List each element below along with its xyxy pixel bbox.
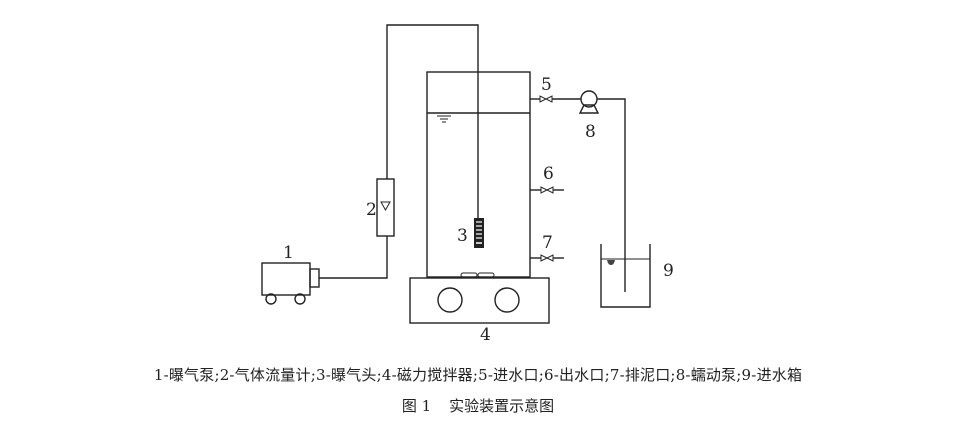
air-line-lower [319,236,388,279]
label-7: 7 [542,233,553,253]
water-level-icon [437,115,451,123]
magnetic-stirrer [409,277,550,324]
inlet-port [530,95,581,103]
label-5: 5 [541,75,552,95]
caption-number: 图 1 [401,397,432,415]
label-6: 6 [543,164,554,184]
outlet-port [530,186,564,194]
label-1: 1 [283,243,294,263]
air-line-upper [386,24,479,218]
label-8: 8 [585,122,596,142]
label-2: 2 [366,200,377,220]
sludge-port [530,254,564,262]
figure-legend: 1-曝气泵;2-气体流量计;3-曝气头;4-磁力搅拌器;5-进水口;6-出水口;… [153,366,803,384]
gas-flowmeter [376,178,395,237]
feed-line [597,98,626,292]
label-9: 9 [663,261,674,281]
aeration-head [474,218,484,248]
reactor-column [426,71,531,278]
figure-caption: 图 1 实验装置示意图 [0,395,956,416]
label-4: 4 [480,325,491,345]
feed-tank [600,244,651,308]
peristaltic-pump [578,90,600,114]
apparatus-diagram: 1 2 3 4 [261,24,674,345]
caption-title: 实验装置示意图 [449,397,555,415]
aeration-pump [261,262,320,305]
label-3: 3 [457,226,468,246]
